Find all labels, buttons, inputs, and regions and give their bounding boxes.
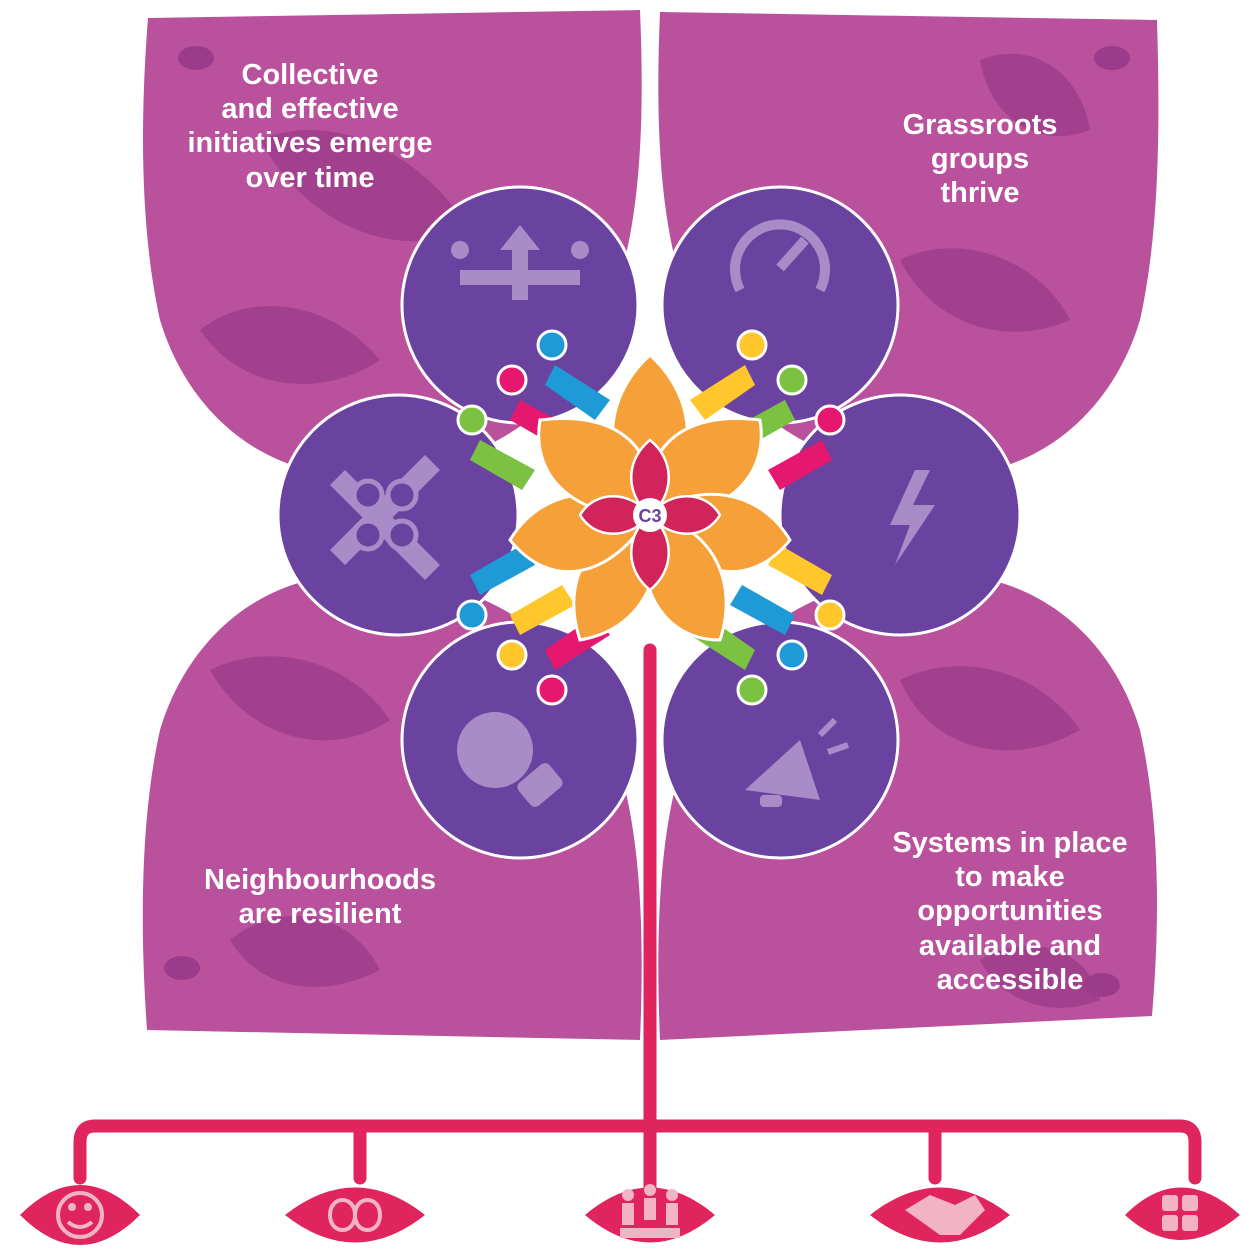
root-badge-4: [870, 1187, 1010, 1243]
leaf-icon: [900, 666, 1080, 751]
stem-roots: [73, 643, 1202, 1202]
person-figure-yellow: [690, 329, 768, 420]
bee-icon: [178, 46, 214, 70]
infinity-ideas-icon: [327, 1198, 383, 1232]
root-badge-3: [585, 1184, 715, 1243]
leaf-icon: [980, 945, 1100, 1008]
connected-people-icon: [330, 455, 440, 580]
outcome-resilient-neighbourhoods: Neighbourhoods are resilient: [204, 864, 436, 931]
root-branch: [643, 1119, 1202, 1185]
leaf-icon: [210, 656, 390, 741]
bee-icon: [1084, 973, 1120, 997]
handshake-icon: [905, 1195, 985, 1235]
leaf-icon: [230, 916, 380, 987]
bee-icon: [164, 956, 200, 980]
hands-circle-icon: [1162, 1195, 1198, 1231]
smiley-face-icon: [56, 1191, 104, 1239]
person-figure-blue: [456, 545, 535, 631]
outcome-collective-initiatives: Collective and effective initiatives eme…: [187, 59, 433, 194]
decorative-leaves: [200, 53, 1100, 1008]
center-core: [578, 438, 722, 592]
megaphone-icon: [745, 717, 849, 807]
center-logo: C3: [638, 506, 661, 526]
outcome-systems-opportunities: Systems in place to make opportunities a…: [892, 827, 1128, 996]
person-figure-blue: [730, 585, 808, 671]
root-badge-5: [1125, 1187, 1240, 1240]
outcome-grassroots-groups: Grassroots groups thrive: [902, 109, 1058, 210]
root-branch: [73, 1119, 657, 1185]
crimson-petal: [630, 438, 670, 517]
crimson-petal: [630, 513, 670, 592]
person-figure-yellow: [496, 585, 575, 671]
root-badge-1: [20, 1185, 140, 1245]
leaf-icon: [200, 306, 380, 384]
circle-icons: [330, 219, 935, 807]
speedometer-icon: [730, 219, 830, 293]
person-figure-blue: [536, 329, 610, 420]
decorative-bees: [164, 46, 1130, 997]
person-figure-pink: [768, 404, 846, 490]
bee-icon: [1094, 46, 1130, 70]
collaboration-arrows-icon: [451, 225, 589, 300]
circle-left: [276, 393, 520, 637]
people-podium-icon: [620, 1184, 680, 1238]
root-badges: [20, 1184, 1240, 1245]
center-logo-backdrop: [633, 498, 667, 532]
crimson-petal: [648, 495, 722, 535]
leaf-icon: [900, 248, 1070, 332]
people-ring: [456, 329, 846, 706]
person-figure-yellow: [768, 545, 846, 631]
person-figure-green: [456, 404, 535, 490]
leaf-icon: [260, 130, 470, 242]
lightning-bolt-icon: [890, 470, 935, 565]
lightbulb-puzzle-icon: [457, 712, 563, 807]
leaf-icon: [980, 53, 1090, 137]
root-badge-2: [285, 1187, 425, 1243]
crimson-petal: [578, 495, 652, 535]
